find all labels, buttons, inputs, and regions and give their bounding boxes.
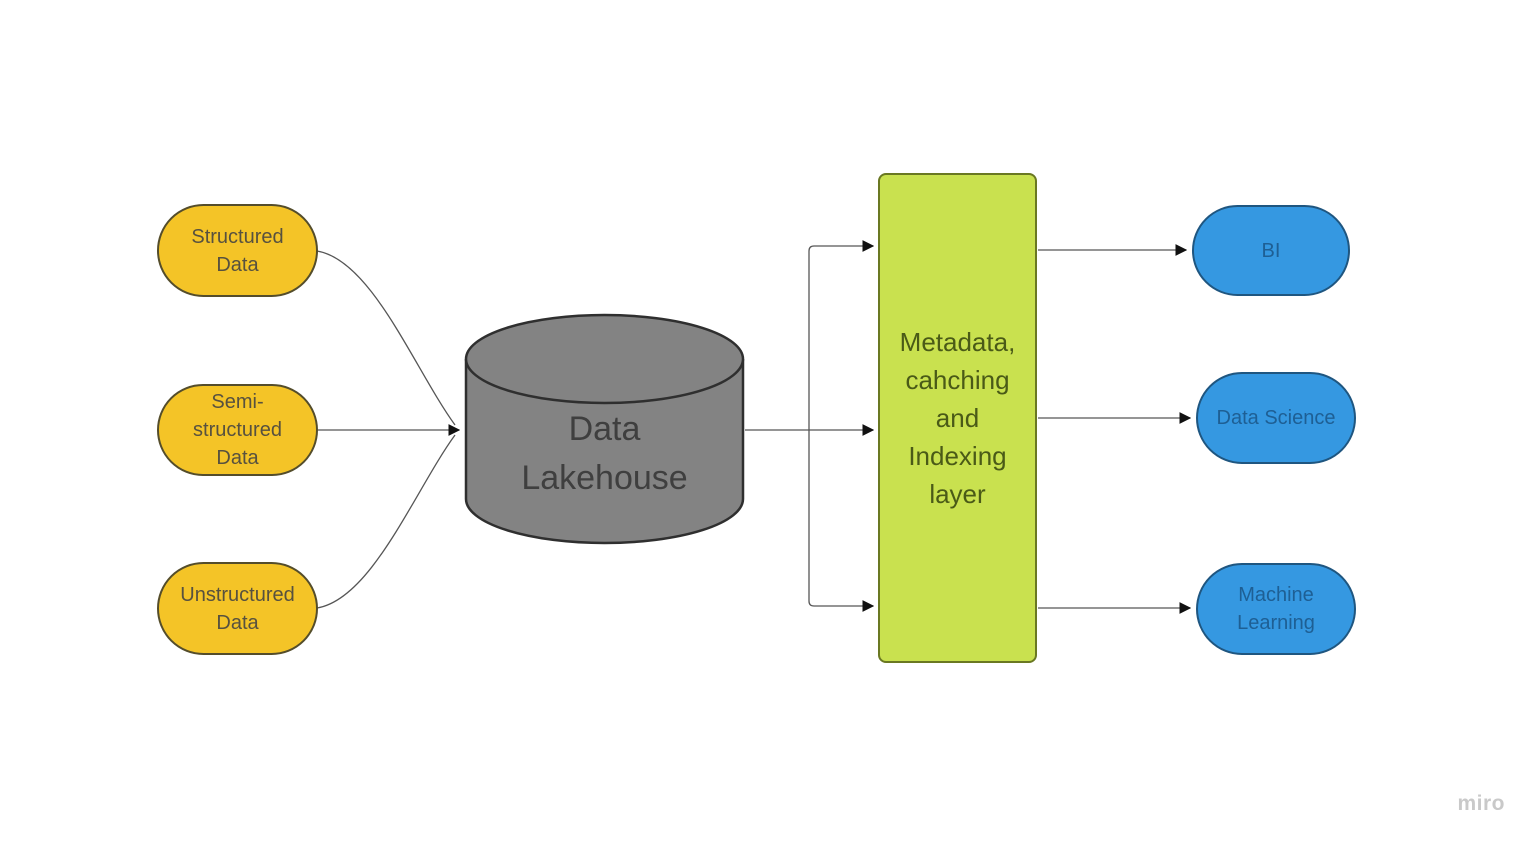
node-machine-learning[interactable]: Machine Learning [1196, 563, 1356, 655]
node-bi-label: BI [1261, 239, 1281, 262]
connector-lakehouse-to-layer-bottom[interactable] [808, 430, 875, 612]
connector-unstructured-to-lakehouse[interactable] [316, 434, 456, 609]
node-data-science[interactable]: Data Science [1196, 372, 1356, 464]
node-semi-structured-data[interactable]: Semi- structured Data [157, 384, 318, 476]
node-data-lakehouse-label: Data Lakehouse [521, 410, 688, 497]
node-metadata-caching-indexing-layer[interactable]: Metadata, cahching and Indexing layer [878, 173, 1037, 663]
node-semi-structured-data-label: Semi- structured Data [193, 391, 282, 469]
node-data-lakehouse[interactable]: Data Lakehouse [464, 313, 745, 545]
node-structured-data[interactable]: Structured Data [157, 204, 318, 297]
node-data-science-label: Data Science [1216, 407, 1336, 429]
node-structured-data-label: Structured Data [191, 225, 284, 276]
cylinder-shape-icon [464, 313, 745, 545]
miro-watermark: miro [1457, 792, 1505, 815]
node-unstructured-data[interactable]: Unstructured Data [157, 562, 318, 655]
node-metadata-caching-indexing-layer-label: Metadata, cahching and Indexing layer [899, 327, 1016, 509]
connector-lakehouse-to-layer-top[interactable] [808, 240, 875, 430]
connector-structured-to-lakehouse[interactable] [316, 250, 456, 426]
node-unstructured-data-label: Unstructured Data [180, 583, 295, 634]
node-bi[interactable]: BI [1192, 205, 1350, 296]
node-machine-learning-label: Machine Learning [1237, 584, 1315, 634]
